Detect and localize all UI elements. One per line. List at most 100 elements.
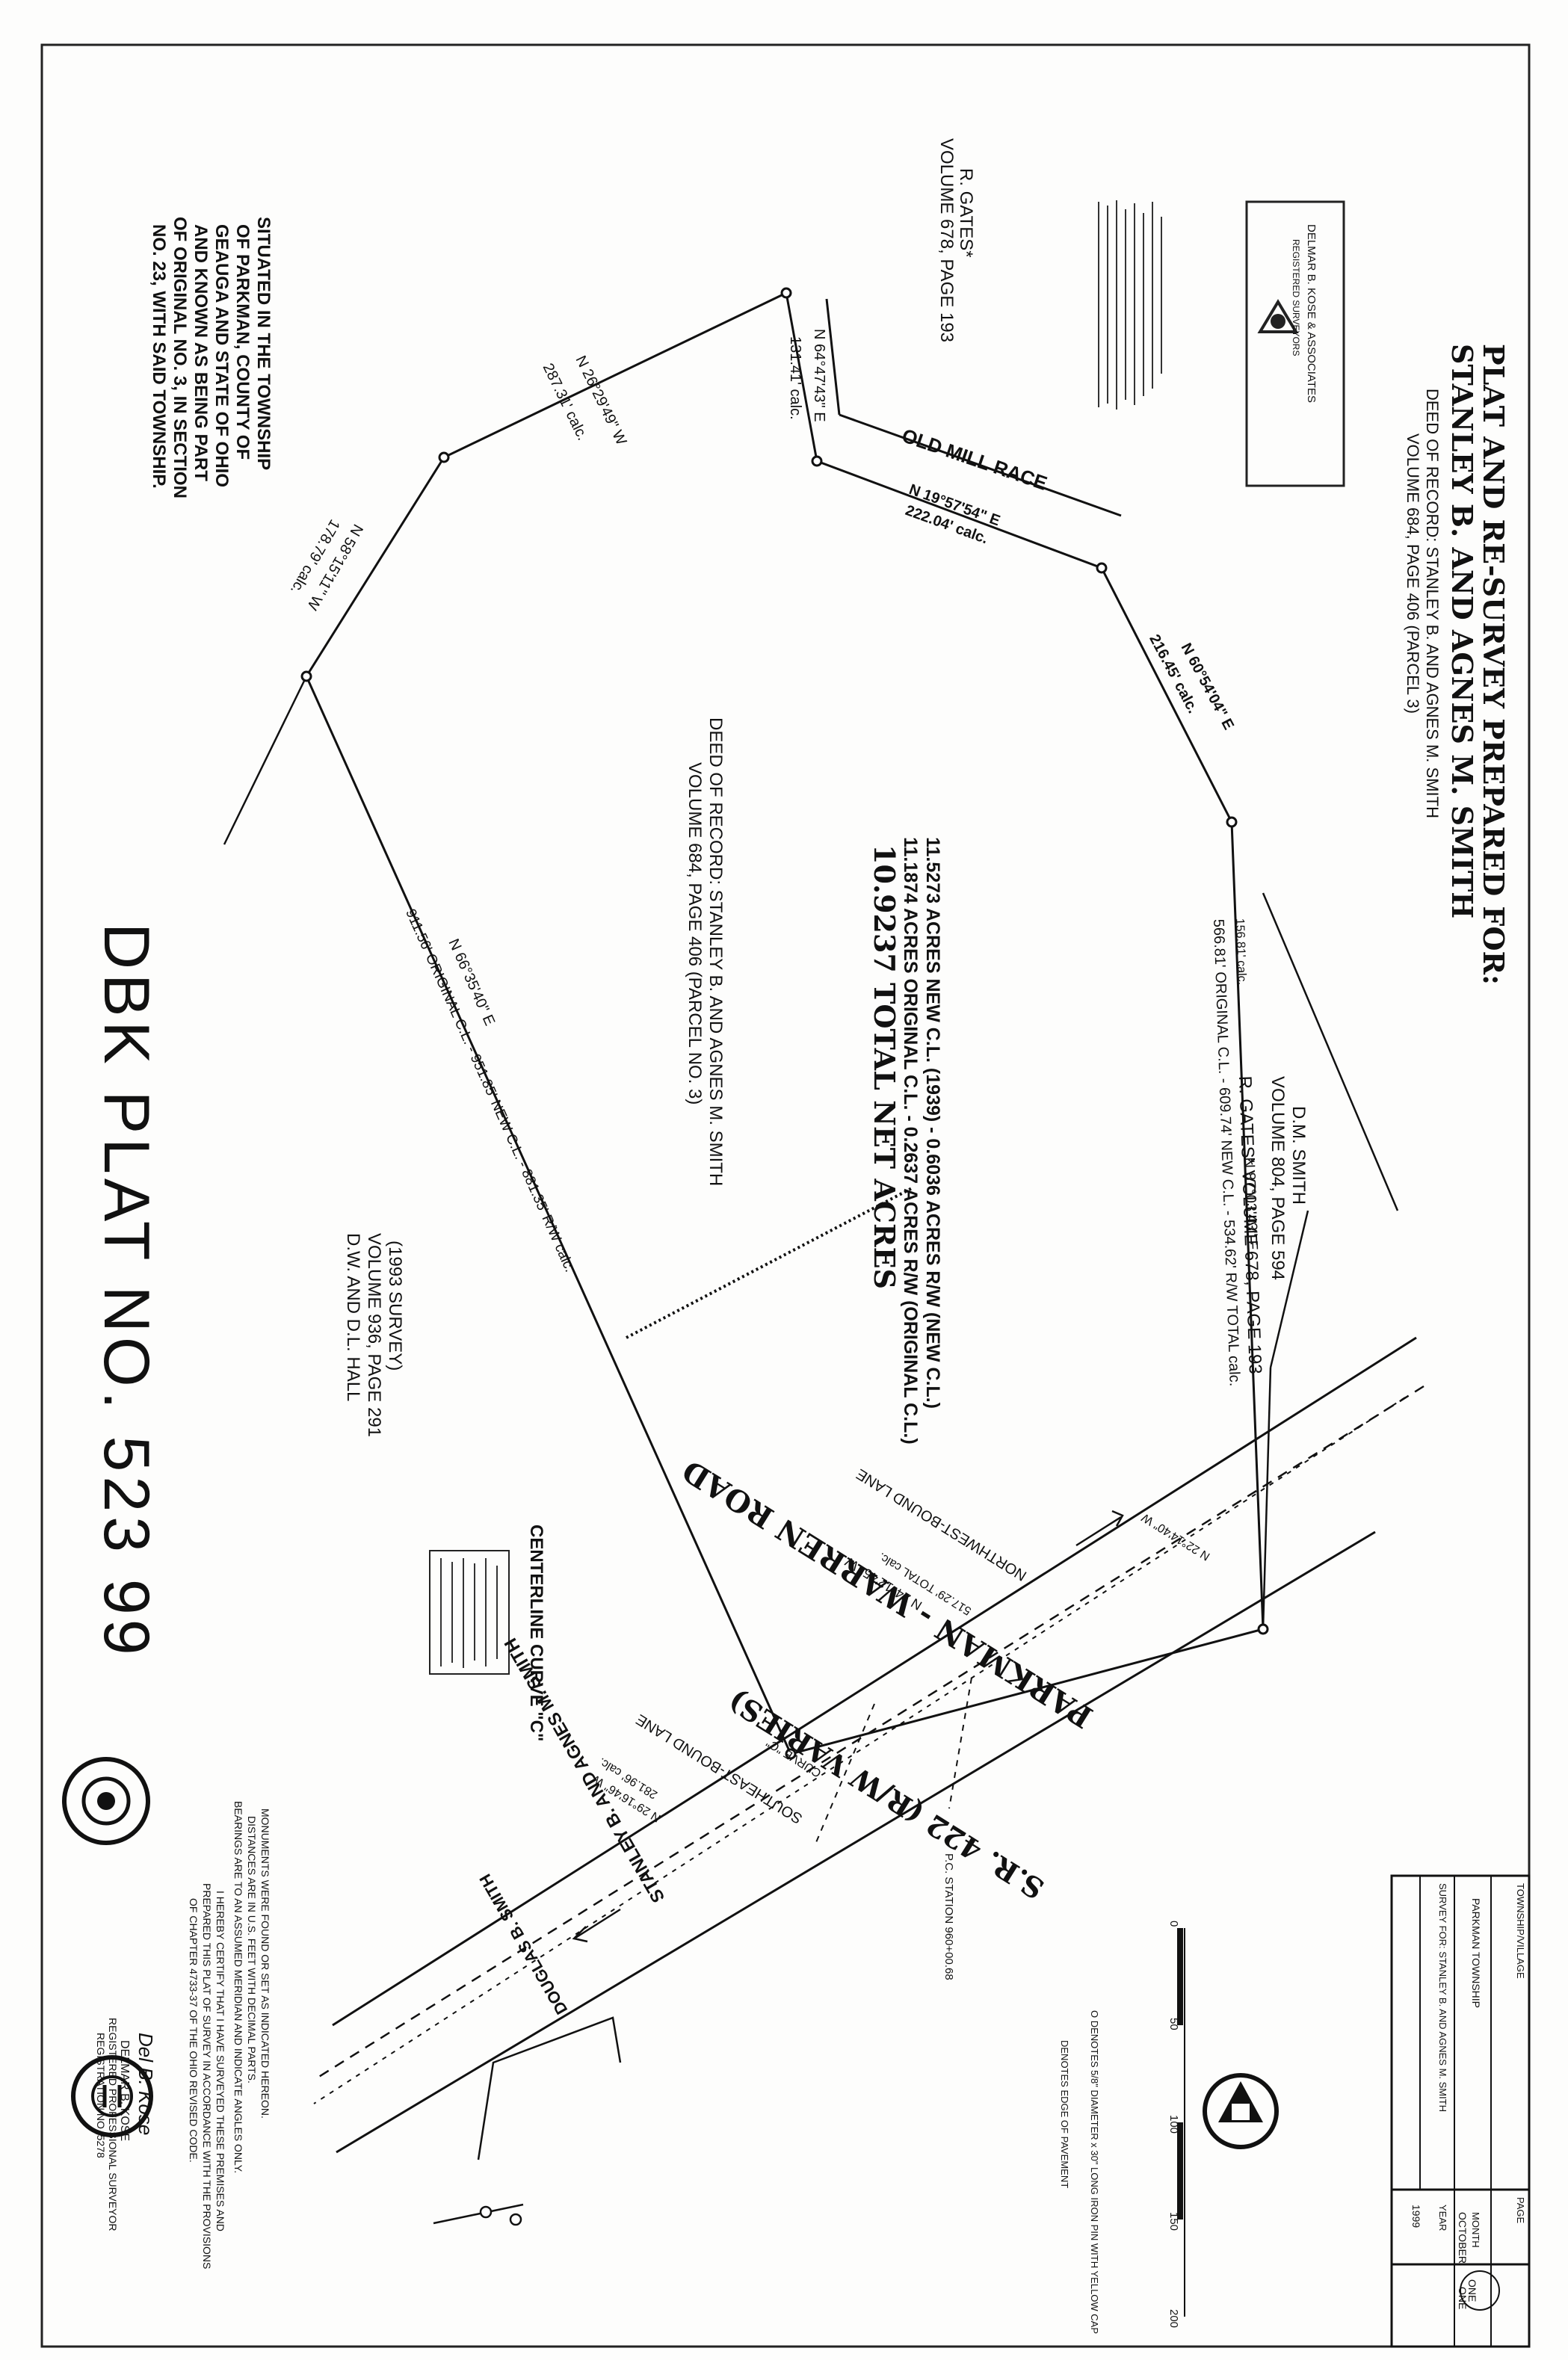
douglas-smith-label: DOUGLAS B. SMITH (475, 1871, 571, 2018)
title-block-page-label: PAGE (1515, 2197, 1526, 2223)
svg-text:VOLUME 936, PAGE 291: VOLUME 936, PAGE 291 (364, 1233, 384, 1437)
title-block-township: PARKMAN TOWNSHIP (1470, 1898, 1482, 2008)
svg-text:MONTH: MONTH (1470, 2212, 1481, 2248)
svg-text:156.81' calc.: 156.81' calc. (1233, 918, 1248, 985)
svg-text:NORTHWEST-BOUND LANE: NORTHWEST-BOUND LANE (854, 1465, 1030, 1584)
svg-text:911.56' ORIGINAL C.L. - 951.85: 911.56' ORIGINAL C.L. - 951.85' NEW C.L.… (402, 906, 578, 1274)
bearing-b3: N 19°57'54" E 222.04' calc. (903, 481, 1002, 547)
legend: O DENOTES 5/8" DIAMETER x 30" LONG IRON … (1059, 2010, 1100, 2334)
monument-notes: MONUMENTS WERE FOUND OR SET AS INDICATED… (232, 1801, 271, 2173)
svg-text:PREPARED THIS PLAT OF SURVEY I: PREPARED THIS PLAT OF SURVEY IN ACCORDAN… (201, 1883, 213, 2269)
stamp-line-2: REGISTERED SURVEYORS (1291, 239, 1301, 356)
situated-line-4: AND KNOWN AS BEING PART (191, 224, 211, 481)
svg-text:VOLUME 684, PAGE 406 (PARCEL N: VOLUME 684, PAGE 406 (PARCEL NO. 3) (685, 762, 705, 1105)
svg-text:REGISTRATION NO. 5278: REGISTRATION NO. 5278 (95, 2033, 107, 2158)
title-line-2: STANLEY B. AND AGNES M. SMITH (1445, 344, 1479, 918)
lane-arrow-icon (1075, 1510, 1124, 1547)
handwritten-plat-number: DBK PLAT NO. 523 99 (90, 923, 162, 1660)
svg-text:100: 100 (1167, 2115, 1180, 2134)
svg-text:N 22°14'40" W: N 22°14'40" W (1139, 1510, 1212, 1563)
svg-text:D.W. AND D.L. HALL: D.W. AND D.L. HALL (343, 1233, 363, 1401)
centerline-curve-title: CENTERLINE CURVE "C" (526, 1525, 546, 1741)
pin-marker-icon (438, 451, 450, 463)
title-deed-line-1: DEED OF RECORD: STANLEY B. AND AGNES M. … (1423, 389, 1442, 818)
situated-line-3: GEAUGA AND STATE OF OHIO (212, 224, 232, 487)
acreage-total: 10.9237 TOTAL NET ACRES (868, 844, 901, 1289)
state-surveyor-seal-icon (71, 2055, 153, 2137)
title-deed-line-2: VOLUME 684, PAGE 406 (PARCEL 3) (1404, 433, 1422, 714)
old-mill-race-line (825, 298, 1122, 517)
situated-line-2: OF PARKMAN, COUNTY OF (232, 224, 253, 460)
acreage-block: 11.5273 ACRES NEW C.L. (1939) - 0.6036 A… (868, 837, 943, 1445)
interior-dashed-line (626, 1187, 913, 1339)
lower-boundary (433, 2016, 622, 2226)
title-block-month: OCTOBER (1457, 2212, 1469, 2264)
sheet-border (40, 43, 1531, 2348)
svg-text:DEED OF RECORD: STANLEY B. AND: DEED OF RECORD: STANLEY B. AND AGNES M. … (706, 717, 726, 1186)
road-centerline-new (317, 1385, 1425, 2079)
situated-line-6: NO. 23, WITH SAID TOWNSHIP. (149, 224, 169, 489)
professional-surveyor-seal-icon (62, 1757, 150, 1845)
title-block-of: ONE (1466, 2279, 1478, 2302)
svg-text:P.C. STATION 960+00.68: P.C. STATION 960+00.68 (942, 1853, 955, 1980)
surveyor-signature: Del B. Kose (135, 2033, 157, 2135)
pin-marker-icon (811, 455, 823, 467)
svg-text:(1993 SURVEY): (1993 SURVEY) (385, 1241, 405, 1371)
acreage-line-2: 11.1874 ACRES ORIGINAL C.L. - 0.2637 ACR… (900, 837, 921, 1445)
bearing-b6: N 66°35'40" E 911.56' ORIGINAL C.L. - 95… (402, 906, 578, 1274)
lane-arrow-icon (572, 1908, 621, 1943)
stamp-line-1: DELMAR B. KOSE & ASSOCIATES (1305, 224, 1318, 403)
pin-marker-icon (1226, 816, 1238, 828)
centerline-curve-table: CENTERLINE CURVE "C" (429, 1525, 546, 1741)
nw-lane-label: NORTHWEST-BOUND LANE (854, 1465, 1030, 1584)
svg-text:MONUMENTS WERE FOUND OR SET AS: MONUMENTS WERE FOUND OR SET AS INDICATED… (259, 1808, 271, 2119)
road-lines (313, 1336, 1425, 2154)
pin-marker-icon (785, 1748, 797, 1760)
r-gates-top-label: R. GATES* VOLUME 678, PAGE 193 (936, 138, 976, 342)
svg-text:DELMAR B. KOSE: DELMAR B. KOSE (118, 2040, 131, 2141)
pc-station-label: P.C. STATION 960+00.68 (942, 1853, 955, 1980)
svg-text:DBK PLAT NO. 523 99: DBK PLAT NO. 523 99 (90, 923, 162, 1660)
deed-center-label: DEED OF RECORD: STANLEY B. AND AGNES M. … (685, 717, 726, 1186)
survey-pins (300, 287, 1269, 1760)
bearing-b5: N 58°15'11" W 178.79' calc. (287, 516, 366, 613)
svg-text:I HEREBY CERTIFY THAT I HAVE S: I HEREBY CERTIFY THAT I HAVE SURVEYED TH… (214, 1891, 226, 2231)
svg-text:BEARINGS ARE TO AN ASSUMED MER: BEARINGS ARE TO AN ASSUMED MERIDIAN AND … (232, 1801, 244, 2173)
svg-text:VOLUME 804, PAGE 594: VOLUME 804, PAGE 594 (1268, 1076, 1288, 1280)
situated-line-5: OF ORIGINAL NO. 3, IN SECTION (170, 217, 190, 498)
situated-line-1: SITUATED IN THE TOWNSHIP (253, 217, 274, 470)
plat-title: PLAT AND RE-SURVEY PREPARED FOR: STANLEY… (1404, 344, 1510, 985)
road-row-south (336, 1530, 1376, 2154)
stamp-emblem-icon (1257, 299, 1299, 333)
north-arrow-icon (1203, 2073, 1279, 2149)
scale-bar: 0 50 100 150 200 (1167, 1921, 1185, 2328)
pin-marker-icon (300, 670, 312, 682)
svg-text:200: 200 (1167, 2309, 1180, 2328)
svg-text:D.M. SMITH: D.M. SMITH (1288, 1106, 1309, 1205)
pin-marker-icon (780, 287, 792, 299)
svg-text:VOLUME 678, PAGE 193: VOLUME 678, PAGE 193 (936, 138, 957, 342)
stamp-note-block (1098, 200, 1162, 410)
title-block-survey-for: SURVEY FOR: STANLEY B. AND AGNES M. SMIT… (1437, 1883, 1448, 2112)
road-row-north (332, 1336, 1417, 2027)
surveyor-signature-block: Del B. Kose DELMAR B. KOSE REGISTERED PR… (95, 2018, 157, 2231)
pin-marker-icon (1096, 562, 1108, 574)
svg-text:R. GATES*: R. GATES* (956, 168, 976, 258)
bearing-b9: N 22°14'40" W (1139, 1510, 1212, 1563)
extension-lines (223, 676, 1399, 1630)
certification-notes: I HEREBY CERTIFY THAT I HAVE SURVEYED TH… (188, 1883, 226, 2269)
svg-text:N 64°47'43" E: N 64°47'43" E (811, 329, 827, 422)
svg-text:OF CHAPTER 4733-37 OF THE OHIO: OF CHAPTER 4733-37 OF THE OHIO REVISED C… (188, 1898, 200, 2163)
dm-smith-label: D.M. SMITH VOLUME 804, PAGE 594 (1268, 1076, 1309, 1280)
pin-marker-icon (1257, 1623, 1269, 1635)
svg-text:DOUGLAS B. SMITH: DOUGLAS B. SMITH (475, 1871, 571, 2018)
situated-description: SITUATED IN THE TOWNSHIP OF PARKMAN, COU… (149, 217, 274, 498)
svg-text:150: 150 (1167, 2212, 1180, 2231)
svg-text:REGISTERED PROFESSIONAL SURVEY: REGISTERED PROFESSIONAL SURVEYOR (107, 2018, 119, 2231)
surveyor-stamp: DELMAR B. KOSE & ASSOCIATES REGISTERED S… (1245, 200, 1345, 487)
title-block-township-label: TOWNSHIP/VILLAGE (1515, 1883, 1526, 1979)
title-block-year: 1999 (1410, 2205, 1422, 2228)
svg-text:N 87°03'43" E: N 87°03'43" E (1241, 1157, 1260, 1250)
